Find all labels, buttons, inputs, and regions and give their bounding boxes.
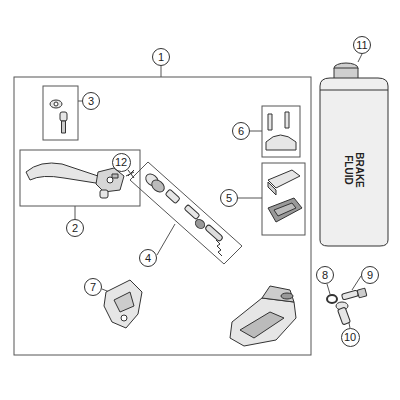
- callout-number: 7: [90, 281, 96, 293]
- leader-line: [75, 206, 76, 219]
- leader-line: [238, 198, 262, 199]
- callout-circle: 11: [353, 36, 371, 54]
- callout-circle: 12: [112, 153, 131, 172]
- o-ring: [327, 295, 337, 303]
- callout-number: 2: [72, 222, 78, 234]
- callout-circle: 4: [139, 249, 157, 267]
- callout-number: 1: [158, 51, 164, 63]
- callout-circle: 8: [316, 266, 334, 284]
- callout-number: 3: [88, 95, 94, 107]
- pin: [128, 170, 134, 178]
- callout-number: 11: [356, 39, 367, 51]
- group-frame: [14, 77, 311, 355]
- callout-circle: 5: [220, 189, 238, 207]
- callout-number: 10: [344, 331, 356, 343]
- reservoir-cover: [268, 170, 302, 222]
- banjo-fitting: [336, 302, 350, 325]
- can-label: BRAKE FLUID: [343, 148, 365, 192]
- callout-circle: 9: [361, 266, 379, 284]
- piston-kit: [143, 172, 223, 256]
- nut-bolt: [50, 100, 67, 133]
- callout-circle: 7: [84, 278, 102, 296]
- callout-circle: 10: [341, 328, 360, 347]
- clamp: [266, 112, 296, 150]
- group-frame: [262, 106, 300, 157]
- callout-number: 12: [115, 156, 127, 168]
- group-frame: [262, 163, 305, 235]
- callout-number: 9: [367, 269, 373, 281]
- callout-number: 6: [238, 125, 244, 137]
- banjo-bolt: [341, 288, 366, 300]
- reservoir-part: [104, 280, 142, 328]
- leader-line: [358, 54, 362, 62]
- callout-circle: 6: [232, 122, 250, 140]
- callout-circle: 2: [66, 219, 84, 237]
- callout-circle: 3: [82, 92, 100, 110]
- master-cylinder: [230, 286, 296, 346]
- leader-line: [327, 284, 330, 294]
- group-frame: [20, 150, 140, 206]
- leader-line: [250, 131, 262, 132]
- leader-line: [157, 224, 175, 255]
- callout-circle: 1: [152, 48, 170, 66]
- leader-line: [352, 276, 361, 290]
- leader-line: [161, 66, 162, 77]
- callout-number: 8: [322, 269, 328, 281]
- callout-number: 4: [145, 252, 151, 264]
- callout-number: 5: [226, 192, 232, 204]
- group-frame: [43, 86, 78, 140]
- brake-fluid-can: [320, 63, 388, 246]
